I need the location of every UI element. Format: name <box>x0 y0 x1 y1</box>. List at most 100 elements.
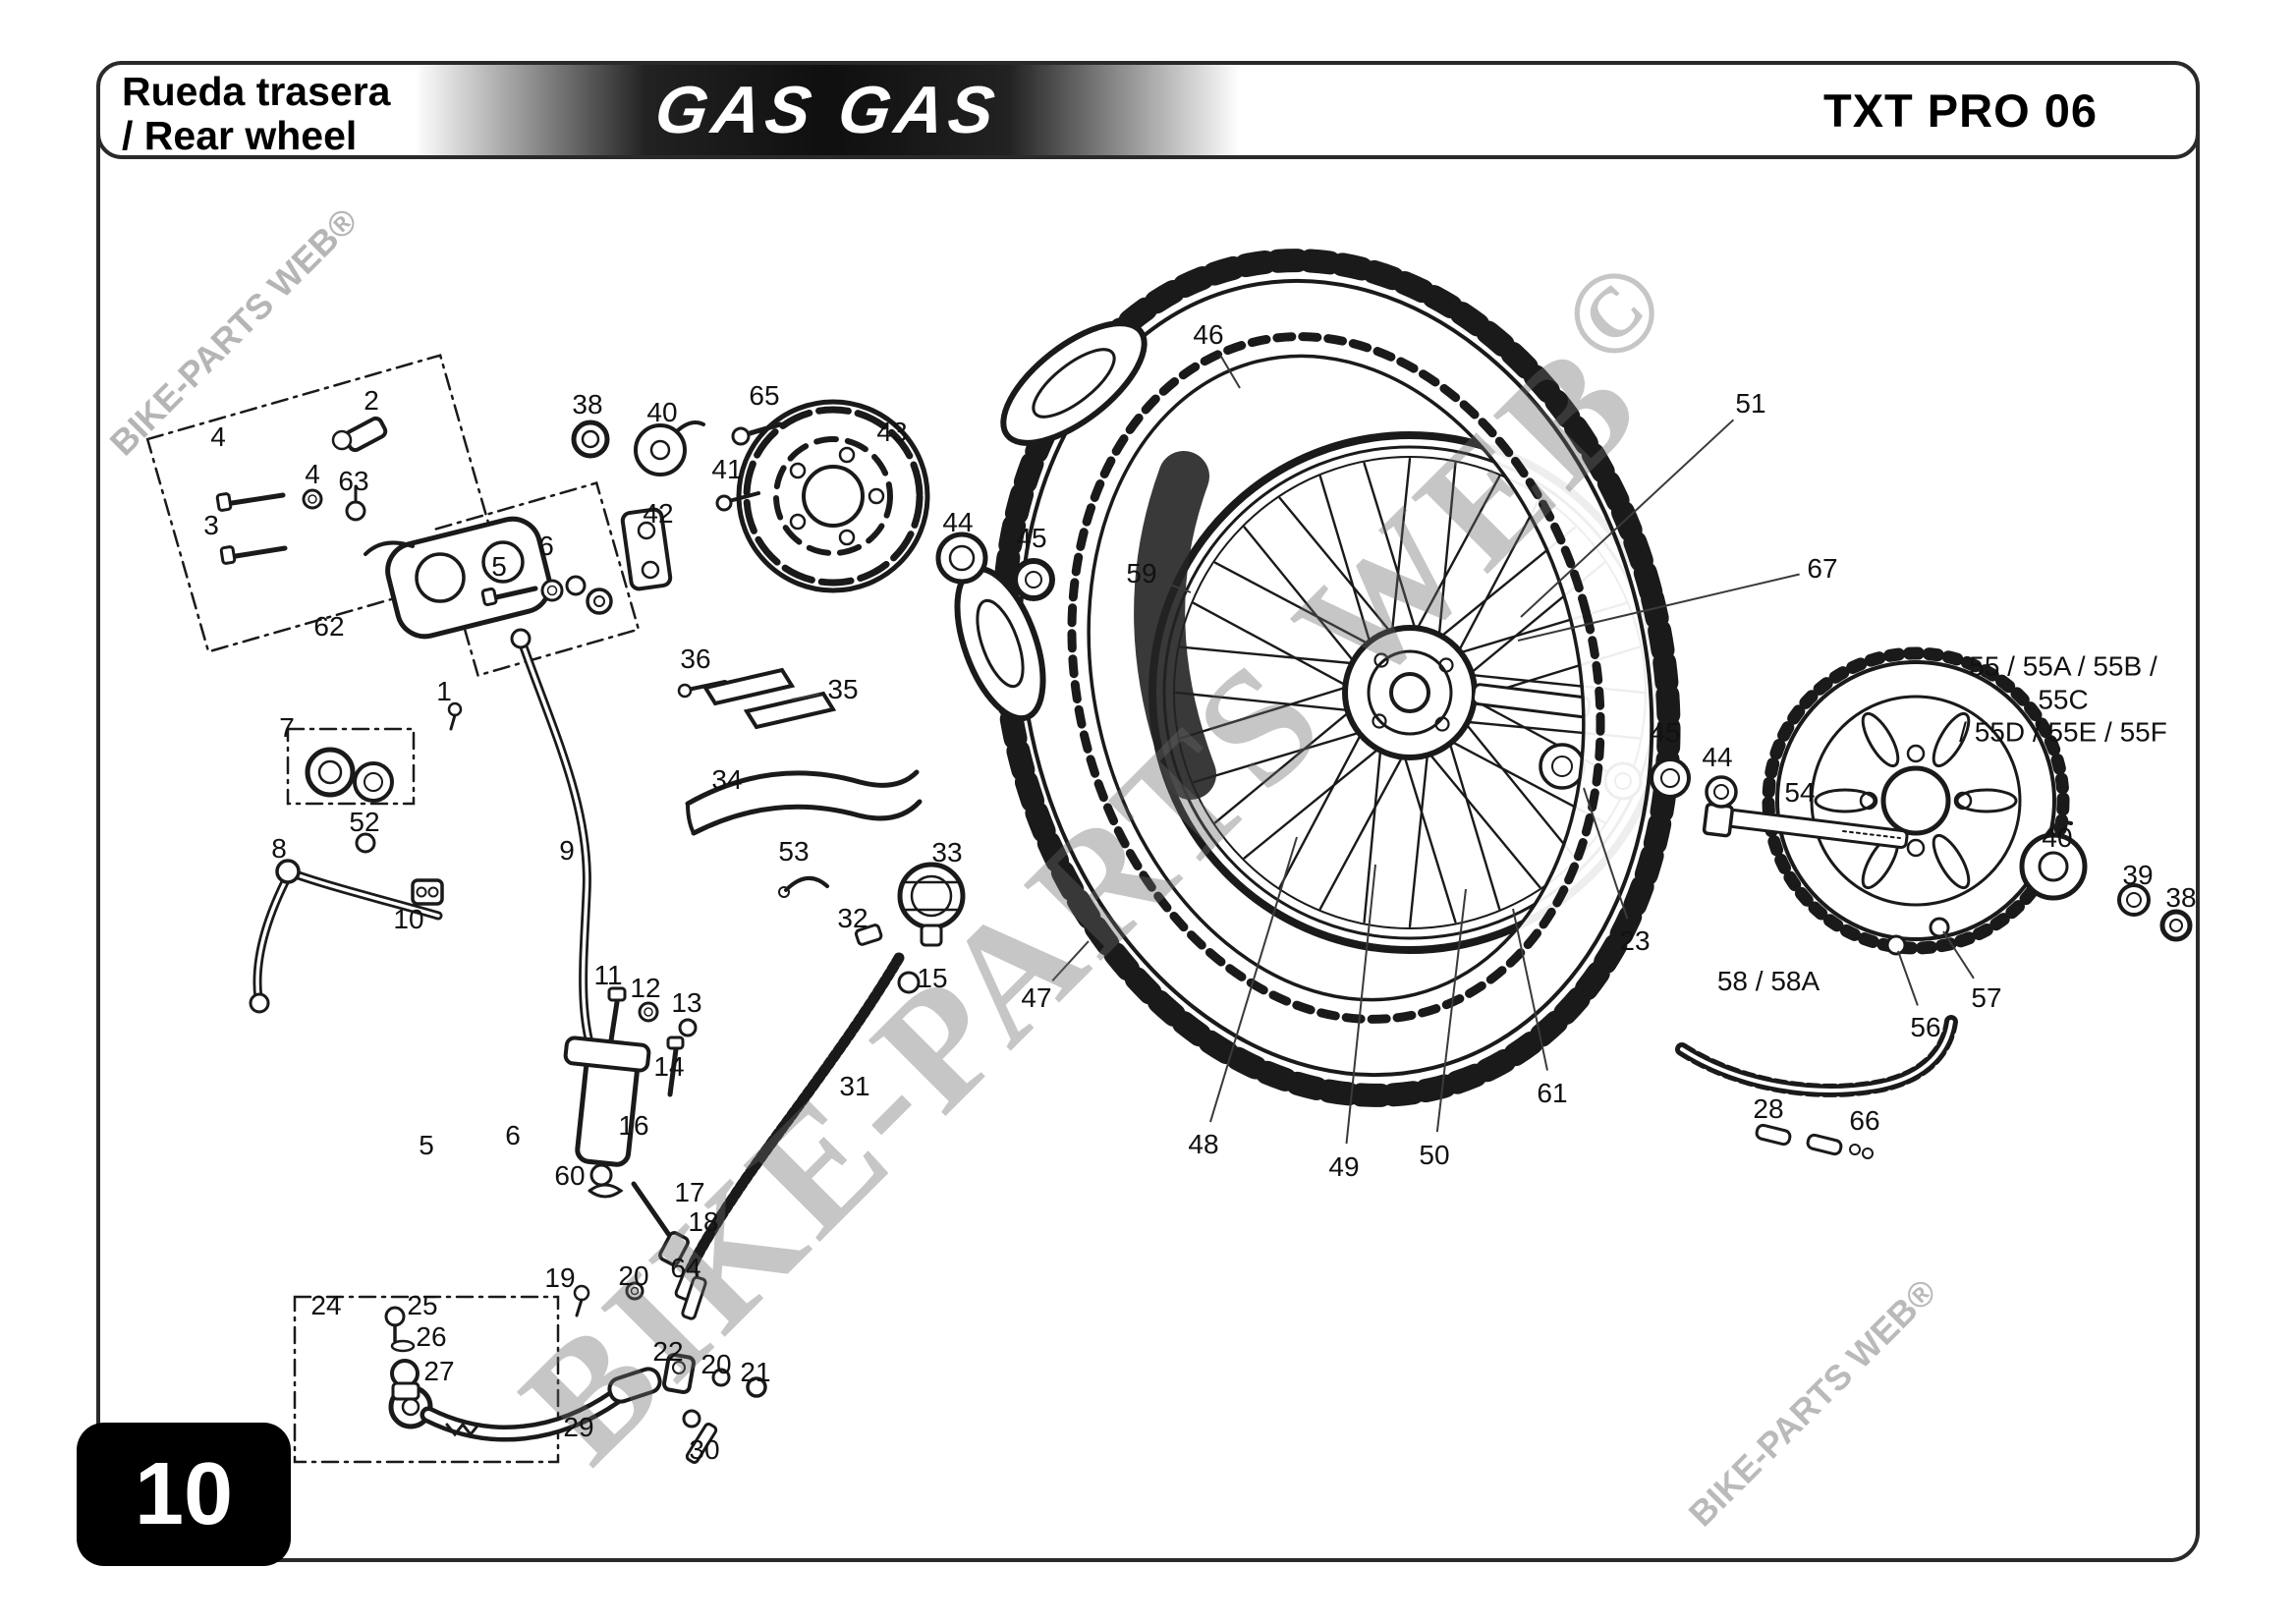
part-callout-51[interactable]: 51 <box>1735 388 1766 420</box>
part-callout-13[interactable]: 13 <box>671 987 702 1019</box>
part-callout-67[interactable]: 67 <box>1807 553 1838 585</box>
part-callout-27[interactable]: 27 <box>423 1356 455 1387</box>
brand-logo: GAS GAS <box>650 73 1004 147</box>
part-callout-43[interactable]: 43 <box>876 417 908 448</box>
part-callout-63[interactable]: 63 <box>338 466 369 497</box>
reservoir-and-cable <box>674 862 966 1301</box>
part-callout-58[interactable]: 58 / 58A <box>1716 966 1820 997</box>
part-callout-40[interactable]: 40 <box>646 397 678 428</box>
part-callout-39[interactable]: 39 <box>2122 860 2154 891</box>
model-label: TXT PRO 06 <box>1822 84 2098 137</box>
part-callout-29[interactable]: 29 <box>563 1412 594 1443</box>
part-callout-54[interactable]: 54 <box>1784 777 1816 809</box>
part-callout-38[interactable]: 38 <box>2165 882 2197 914</box>
part-callout-56[interactable]: 56 <box>1910 1012 1941 1043</box>
part-callout-47[interactable]: 47 <box>1021 982 1052 1014</box>
header-gradient <box>415 65 1240 155</box>
part-callout-7[interactable]: 7 <box>279 712 295 744</box>
part-callout-45[interactable]: 45 <box>1016 523 1047 554</box>
part-callout-6[interactable]: 6 <box>538 531 554 562</box>
part-callout-18[interactable]: 18 <box>688 1206 719 1238</box>
part-callout-36[interactable]: 36 <box>680 644 711 675</box>
part-callout-60[interactable]: 60 <box>554 1160 586 1192</box>
part-callout-48[interactable]: 48 <box>1188 1129 1219 1160</box>
part-callout-46[interactable]: 46 <box>1193 319 1224 351</box>
part-callout-30[interactable]: 30 <box>689 1434 720 1466</box>
part-callout-14[interactable]: 14 <box>653 1051 685 1083</box>
master-cylinder-assembly <box>563 1036 767 1464</box>
part-callout-16[interactable]: 16 <box>618 1110 649 1142</box>
part-callout-21[interactable]: 21 <box>740 1357 771 1388</box>
part-callout-50[interactable]: 50 <box>1419 1140 1450 1171</box>
rear-axle <box>1650 757 1909 850</box>
brake-disc <box>736 399 930 593</box>
page-number-badge[interactable]: 10 <box>77 1423 291 1566</box>
brake-caliper <box>345 484 673 640</box>
part-callout-20[interactable]: 20 <box>700 1349 732 1380</box>
part-callout-42[interactable]: 42 <box>643 498 674 530</box>
part-callout-59[interactable]: 59 <box>1126 558 1157 589</box>
part-callout-2[interactable]: 2 <box>364 385 379 417</box>
part-callout-3[interactable]: 3 <box>203 510 219 541</box>
part-callout-4[interactable]: 4 <box>210 421 226 453</box>
part-callout-49[interactable]: 49 <box>1328 1151 1360 1183</box>
part-callout-12[interactable]: 12 <box>630 973 661 1004</box>
part-callout-15[interactable]: 15 <box>917 963 948 994</box>
part-callout-22[interactable]: 22 <box>652 1336 684 1368</box>
part-callout-31[interactable]: 31 <box>839 1071 870 1102</box>
part-callout-19[interactable]: 19 <box>544 1262 576 1294</box>
part-callout-17[interactable]: 17 <box>674 1177 705 1208</box>
part-callout-11[interactable]: 11 <box>593 960 623 991</box>
part-callout-55[interactable]: 55 / 55A / 55B / 55C / 55D / 55E / 55F <box>1959 650 2167 748</box>
part-callout-65[interactable]: 65 <box>749 380 780 412</box>
part-callout-26[interactable]: 26 <box>416 1321 447 1353</box>
part-callout-57[interactable]: 57 <box>1971 982 2002 1014</box>
part-callout-44[interactable]: 44 <box>1702 742 1733 773</box>
rear-sprocket <box>1762 646 2070 956</box>
part-callout-64[interactable]: 64 <box>670 1253 701 1284</box>
part-callout-34[interactable]: 34 <box>711 764 743 796</box>
part-callout-38[interactable]: 38 <box>572 389 603 420</box>
part-callout-24[interactable]: 24 <box>310 1290 342 1321</box>
brake-pads <box>677 667 837 730</box>
part-callout-28[interactable]: 28 <box>1753 1093 1784 1125</box>
part-callout-45[interactable]: 45 <box>1650 717 1681 749</box>
brake-hoses <box>249 628 600 1068</box>
header-bar: GAS GAS Rueda trasera / Rear wheel TXT P… <box>96 61 2200 159</box>
part-callout-33[interactable]: 33 <box>931 837 963 868</box>
caliper-mount-hardware <box>215 416 388 565</box>
part-callout-66[interactable]: 66 <box>1849 1105 1880 1137</box>
part-callout-6[interactable]: 6 <box>505 1120 521 1151</box>
disc-guard <box>685 769 923 836</box>
part-callout-20[interactable]: 20 <box>618 1260 649 1292</box>
part-callout-10[interactable]: 10 <box>393 904 424 935</box>
part-callout-52[interactable]: 52 <box>349 807 380 838</box>
chain <box>1675 1015 1958 1159</box>
seal-kit <box>305 747 394 803</box>
part-callout-40[interactable]: 40 <box>2042 822 2073 854</box>
part-callout-44[interactable]: 44 <box>942 507 974 538</box>
part-callout-8[interactable]: 8 <box>271 833 287 865</box>
part-callout-4[interactable]: 4 <box>305 459 320 490</box>
part-callout-25[interactable]: 25 <box>407 1290 438 1321</box>
disc-hardware <box>571 420 1055 601</box>
part-callout-41[interactable]: 41 <box>711 454 743 485</box>
part-callout-5[interactable]: 5 <box>491 551 507 583</box>
part-callout-53[interactable]: 53 <box>778 836 810 868</box>
part-callout-1[interactable]: 1 <box>436 676 452 707</box>
title-line-spanish: Rueda trasera <box>122 69 391 114</box>
title-line-english: / Rear wheel <box>122 113 358 159</box>
part-callout-62[interactable]: 62 <box>313 611 345 643</box>
part-callout-35[interactable]: 35 <box>827 674 859 705</box>
brake-pedal <box>384 1306 662 1442</box>
part-callout-23[interactable]: 23 <box>1619 925 1651 957</box>
rear-tire <box>991 249 1681 1107</box>
hub-plate-hardware <box>2019 820 2193 942</box>
part-callout-61[interactable]: 61 <box>1537 1078 1568 1109</box>
part-callout-32[interactable]: 32 <box>837 903 868 934</box>
part-callout-9[interactable]: 9 <box>559 835 575 867</box>
banjo-hardware <box>447 575 613 731</box>
part-callout-5[interactable]: 5 <box>419 1130 434 1161</box>
